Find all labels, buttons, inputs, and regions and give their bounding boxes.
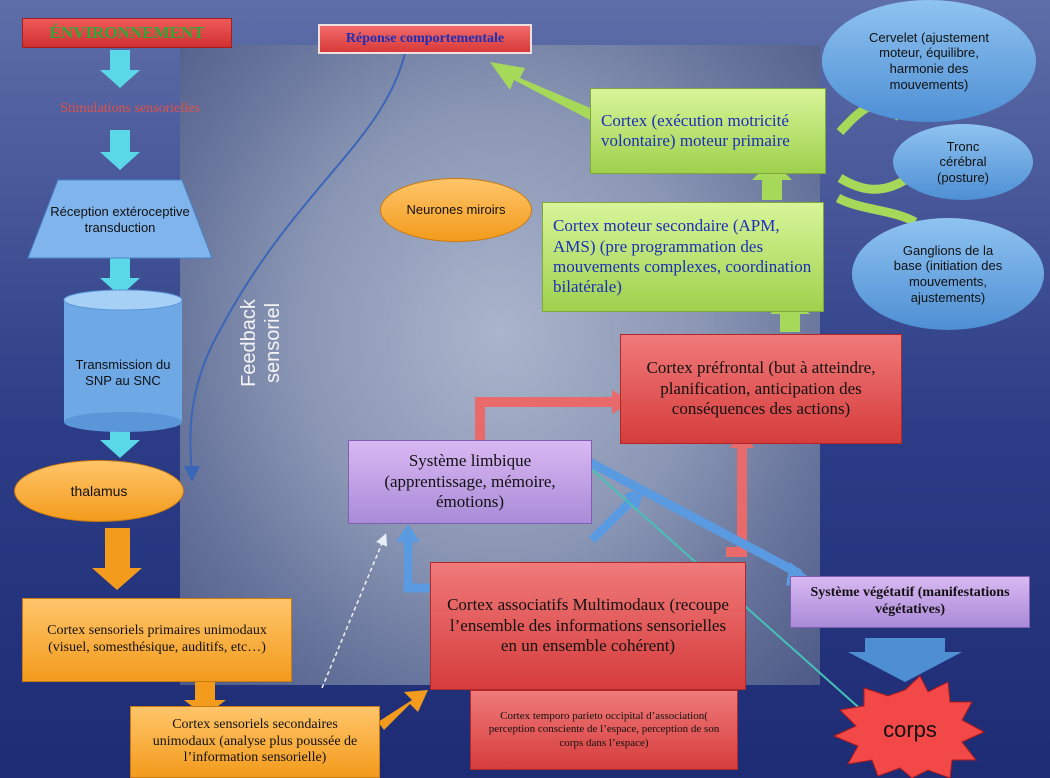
arrowhead-assoc-prefrontal [624, 488, 645, 510]
arrow-prefrontal-associatifs [726, 444, 747, 557]
reponse-box: Réponse comportementale [318, 24, 532, 54]
thalamus-label: thalamus [70, 482, 128, 499]
arrow-associatifs-limbique [403, 540, 430, 593]
cortex-prefrontal-box: Cortex préfrontal (but à atteindre, plan… [620, 334, 902, 444]
cervelet-ellipse: Cervelet (ajustement moteur, équilibre, … [822, 0, 1036, 122]
arrow-transmission-thalamus [100, 420, 140, 458]
cervelet-label: Cervelet (ajustement moteur, équilibre, … [869, 29, 989, 92]
arrow-secondaires-limbique [321, 533, 388, 689]
feedback-label-box: Feedback sensoriel [238, 258, 284, 428]
feedback-curve [183, 39, 409, 482]
arrowhead-assoc-limbique [396, 524, 420, 542]
neurones-miroirs-label: Neurones miroirs [406, 202, 506, 218]
neurones-miroirs-ellipse: Neurones miroirs [380, 178, 532, 242]
blue-arrows [403, 452, 803, 593]
arrow-associatifs-prefrontal [588, 496, 636, 544]
ganglions-label: Ganglions de la base (initiation des mou… [893, 242, 1003, 305]
tronc-label: Tronc cérébral (posture) [936, 138, 990, 185]
environnement-box: ÉNVIRONNEMENT [22, 18, 232, 48]
arrow-stim-reception [100, 130, 140, 170]
tronc-ellipse: Tronc cérébral (posture) [893, 124, 1033, 200]
cortex-moteur-primaire-label: Cortex (exécution motricité volontaire) … [601, 110, 790, 150]
cortex-moteur-secondaire-label: Cortex moteur secondaire (APM, AMS) (pre… [553, 216, 812, 297]
transmission-label: Transmission du SNP au SNC [75, 357, 171, 388]
arrow-reception-transmission [100, 258, 140, 296]
arrow-env-stim [100, 50, 140, 88]
corps-starburst [832, 675, 986, 778]
cortex-temporo-label: Cortex temporo parieto occipital d’assoc… [488, 710, 720, 749]
reponse-label: Réponse comportementale [345, 30, 505, 46]
stimulations-label: Stimulations sensorielles [60, 100, 200, 116]
arrow-limbique-vegetatif [575, 452, 803, 578]
cortex-prefrontal-label: Cortex préfrontal (but à atteindre, plan… [646, 358, 876, 419]
cortex-primaires-label: Cortex sensoriels primaires unimodaux (v… [47, 623, 267, 655]
cortex-associatifs-label: Cortex associatifs Multimodaux (recoupe … [447, 595, 729, 656]
cortex-secondaires-box: Cortex sensoriels secondaires unimodaux … [130, 706, 380, 778]
arrow-tronc-cortex [837, 174, 908, 194]
cortex-associatifs-box: Cortex associatifs Multimodaux (recoupe … [430, 562, 746, 690]
arrow-thalamus-primaires [92, 528, 142, 590]
systeme-limbique-box: Système limbique (apprentissage, mémoire… [348, 440, 592, 524]
arrow-secondaires-associatifs [378, 690, 428, 730]
environnement-label: ÉNVIRONNEMENT [49, 22, 205, 42]
thalamus-ellipse: thalamus [14, 460, 184, 522]
transmission-box: Transmission du SNP au SNC [68, 338, 178, 408]
arrow-ganglions-cortex [835, 193, 918, 226]
reception-label: Réception extéroceptive transduction [50, 204, 190, 235]
stimulations-label-box: Stimulations sensorielles [60, 88, 200, 130]
cortex-moteur-primaire-box: Cortex (exécution motricité volontaire) … [590, 88, 826, 174]
systeme-limbique-label: Système limbique (apprentissage, mémoire… [384, 451, 556, 512]
arrow-cortex-reponse [490, 62, 595, 120]
cortex-primaires-box: Cortex sensoriels primaires unimodaux (v… [22, 598, 292, 682]
cortex-moteur-secondaire-box: Cortex moteur secondaire (APM, AMS) (pre… [542, 202, 824, 312]
cortex-secondaires-label: Cortex sensoriels secondaires unimodaux … [152, 716, 358, 766]
feedback-label: Feedback sensoriel [238, 299, 284, 387]
corps-label: corps [883, 716, 937, 742]
corps-box: corps [860, 710, 960, 750]
reception-box: Réception extéroceptive transduction [45, 186, 195, 254]
cortex-temporo-box: Cortex temporo parieto occipital d’assoc… [470, 690, 738, 770]
systeme-vegetatif-label: Système végétatif (manifestations végéta… [810, 585, 1010, 617]
arrow-limbique-prefrontal [475, 397, 612, 440]
red-arrows [475, 397, 747, 557]
arrow-vegetatif-corps [848, 638, 962, 682]
systeme-vegetatif-box: Système végétatif (manifestations végéta… [790, 576, 1030, 628]
ganglions-ellipse: Ganglions de la base (initiation des mou… [852, 218, 1044, 330]
